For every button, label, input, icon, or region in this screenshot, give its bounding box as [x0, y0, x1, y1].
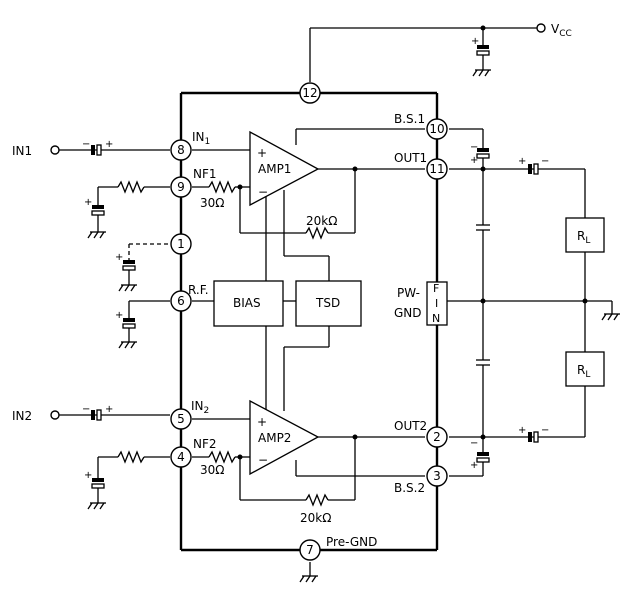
svg-text:+: + — [518, 156, 526, 167]
output-network: − + + − RL RL + − — [449, 128, 605, 477]
pin-11: 11 — [426, 158, 448, 180]
svg-text:F: F — [433, 282, 439, 295]
pin-7: 7 — [299, 539, 321, 561]
amp1: + − AMP1 — [249, 130, 320, 207]
ripple-filter-network: + — [115, 300, 170, 349]
svg-text:6: 6 — [177, 294, 185, 308]
svg-text:+: + — [257, 415, 267, 429]
svg-text:+: + — [518, 425, 526, 436]
svg-text:−: − — [82, 139, 90, 150]
pin1-network: + — [115, 243, 170, 292]
vcc-label: VCC — [551, 22, 572, 39]
pin-3: 3 — [426, 465, 448, 487]
svg-text:9: 9 — [177, 180, 185, 194]
rl2 — [565, 351, 605, 387]
amp2-label: AMP2 — [258, 431, 291, 445]
vcc-terminal — [536, 23, 546, 33]
svg-text:−: − — [258, 453, 268, 467]
pin-9: 9 — [170, 176, 192, 198]
pin-12: 12 — [299, 82, 321, 104]
svg-text:−: − — [541, 156, 549, 167]
svg-text:4: 4 — [177, 450, 185, 464]
rl2-label: RL — [577, 363, 590, 380]
svg-text:+: + — [470, 460, 478, 471]
r20k-1-label: 20kΩ — [306, 214, 337, 228]
pin-6: 6 — [170, 290, 192, 312]
svg-text:+: + — [115, 310, 123, 321]
svg-text:N: N — [432, 312, 440, 325]
pre-gnd-label: Pre-GND — [326, 535, 377, 549]
svg-text:7: 7 — [306, 543, 314, 557]
pw-label: PW- — [397, 286, 420, 300]
svg-text:1: 1 — [177, 237, 185, 251]
nf1-label: NF1 — [193, 167, 217, 181]
r30-2-label: 30Ω — [200, 463, 224, 477]
bs2-label: B.S.2 — [394, 481, 425, 495]
svg-text:−: − — [82, 404, 90, 415]
svg-text:5: 5 — [177, 412, 185, 426]
in2-network: IN2 − + — [12, 404, 170, 423]
nf2-label: NF2 — [193, 437, 217, 451]
pin-5: 5 — [170, 408, 192, 430]
pin-10: 10 — [426, 118, 448, 140]
pin-labels: IN1 NF1 30Ω 20kΩ R.F. IN2 NF2 30Ω 20kΩ B… — [188, 112, 427, 525]
svg-text:+: + — [257, 146, 267, 160]
svg-text:−: − — [541, 425, 549, 436]
in2-label: IN2 — [12, 409, 32, 423]
out1-label: OUT1 — [394, 151, 427, 165]
bias-block: BIAS — [213, 280, 284, 327]
svg-text:+: + — [105, 139, 113, 150]
bias-label: BIAS — [233, 296, 261, 310]
in1-pin-label: IN1 — [192, 130, 210, 147]
out2-label: OUT2 — [394, 419, 427, 433]
nf2-network: + — [84, 450, 170, 510]
nf1-network: + — [84, 180, 170, 239]
amp2: + − AMP2 — [249, 399, 320, 476]
in2-pin-label: IN2 — [191, 399, 209, 416]
svg-text:I: I — [435, 297, 438, 310]
svg-text:+: + — [84, 470, 92, 481]
svg-text:+: + — [470, 155, 478, 166]
svg-text:+: + — [84, 197, 92, 208]
fin-block: F I N PW- GND — [394, 281, 620, 326]
rl1-label: RL — [577, 229, 590, 246]
svg-text:+: + — [115, 252, 123, 263]
svg-text:−: − — [470, 438, 478, 449]
svg-text:−: − — [470, 142, 478, 153]
svg-text:8: 8 — [177, 143, 185, 157]
svg-text:2: 2 — [433, 430, 441, 444]
pin-8: 8 — [170, 139, 192, 161]
bs1-label: B.S.1 — [394, 112, 425, 126]
svg-text:−: − — [258, 185, 268, 199]
pins: 12 10 8 11 9 1 6 5 2 4 3 7 — [170, 82, 448, 561]
pin-4: 4 — [170, 446, 192, 468]
svg-text:10: 10 — [429, 122, 444, 136]
svg-text:11: 11 — [429, 162, 444, 176]
in1-label: IN1 — [12, 144, 32, 158]
r30-1-label: 30Ω — [200, 196, 224, 210]
gnd-label: GND — [394, 306, 422, 320]
pin-2: 2 — [426, 426, 448, 448]
rf-label: R.F. — [188, 283, 209, 297]
tsd-label: TSD — [315, 296, 340, 310]
in1-network: IN1 − + — [12, 139, 170, 158]
r20k-2-label: 20kΩ — [300, 511, 331, 525]
svg-text:+: + — [105, 404, 113, 415]
svg-text:12: 12 — [302, 86, 317, 100]
svg-text:3: 3 — [433, 469, 441, 483]
tsd-block: TSD — [295, 280, 362, 327]
vcc-supply: VCC + — [309, 22, 572, 82]
pre-gnd: Pre-GND — [299, 535, 377, 583]
pin-1: 1 — [170, 233, 192, 255]
svg-text:+: + — [471, 36, 479, 47]
amp1-label: AMP1 — [258, 162, 291, 176]
